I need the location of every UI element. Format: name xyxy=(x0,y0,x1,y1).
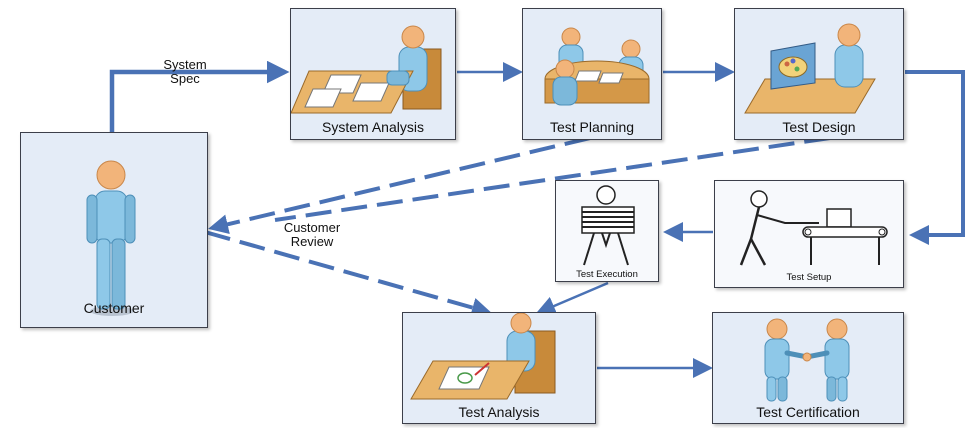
standing-person-icon xyxy=(86,160,136,316)
person-carrying-load-icon xyxy=(581,185,635,266)
node-test-certification: Test Certification xyxy=(712,312,904,424)
node-test-planning-label: Test Planning xyxy=(549,119,635,135)
arrow-test-design-to-test-setup xyxy=(905,70,965,245)
node-test-analysis: Test Analysis xyxy=(402,312,596,424)
arrow-test-execution-to-test-analysis xyxy=(535,281,609,316)
edge-label-customer-review-line1: Customer xyxy=(283,220,341,235)
edge-label-system-spec: System Spec xyxy=(150,58,220,86)
node-customer-label: Customer xyxy=(83,300,145,316)
handshake-icon xyxy=(764,318,850,402)
edge-label-customer-review: Customer Review xyxy=(272,221,352,249)
dashed-review-test-analysis xyxy=(204,230,492,318)
node-system-analysis-label: System Analysis xyxy=(322,119,424,135)
node-test-certification-label: Test Certification xyxy=(756,404,860,420)
node-test-analysis-label: Test Analysis xyxy=(458,404,540,420)
person-with-monitor-icon xyxy=(744,23,876,114)
edge-label-system-spec-line2: Spec xyxy=(170,71,200,86)
node-test-design-label: Test Design xyxy=(782,119,856,135)
person-writing-icon xyxy=(410,313,556,400)
node-test-design: Test Design xyxy=(734,8,904,140)
person-at-desk-icon xyxy=(291,25,442,114)
meeting-table-icon xyxy=(544,27,650,106)
node-test-setup-label: Test Setup xyxy=(786,272,832,283)
dashed-review-test-design xyxy=(274,136,831,222)
node-system-analysis: System Analysis xyxy=(290,8,456,140)
node-test-execution-label: Test Execution xyxy=(576,269,638,280)
dashed-review-test-planning xyxy=(208,136,591,235)
edge-label-customer-review-line2: Review xyxy=(290,234,334,249)
arrow-customer-to-system-analysis xyxy=(109,60,290,132)
node-customer: Customer xyxy=(20,132,208,328)
edge-label-system-spec-line1: System xyxy=(163,57,207,72)
node-test-planning: Test Planning xyxy=(522,8,662,140)
person-at-conveyor-icon xyxy=(739,190,888,266)
node-test-execution: Test Execution xyxy=(555,180,659,282)
node-test-setup: Test Setup xyxy=(714,180,904,288)
